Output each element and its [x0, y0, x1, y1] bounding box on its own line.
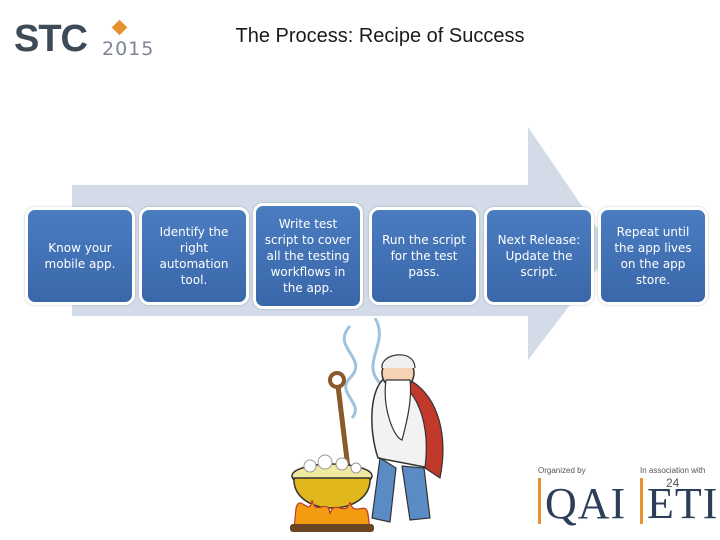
eti-divider	[640, 478, 643, 524]
process-step-5: Next Release: Update the script.	[484, 207, 594, 305]
process-step-2: Identify the right automation tool.	[139, 207, 249, 305]
process-step-3: Write test script to cover all the testi…	[253, 203, 363, 309]
logo-wordmark: STC	[14, 18, 88, 60]
page-number: 24	[666, 476, 680, 490]
slide-title: The Process: Recipe of Success	[235, 25, 525, 47]
qai-logo: QAI	[545, 479, 627, 528]
qai-divider	[538, 478, 541, 524]
stc-logo: STC 2015	[14, 14, 164, 64]
process-step-6: Repeat until the app lives on the app st…	[598, 207, 708, 305]
wizard-cauldron-illustration	[290, 318, 444, 532]
eti-logo: ETI	[647, 479, 719, 528]
logo-year: 2015	[102, 38, 155, 60]
in-association-label: In association with	[640, 466, 706, 475]
organized-by-label: Organized by	[538, 466, 586, 475]
process-step-4: Run the script for the test pass.	[369, 207, 479, 305]
process-step-1: Know your mobile app.	[25, 207, 135, 305]
